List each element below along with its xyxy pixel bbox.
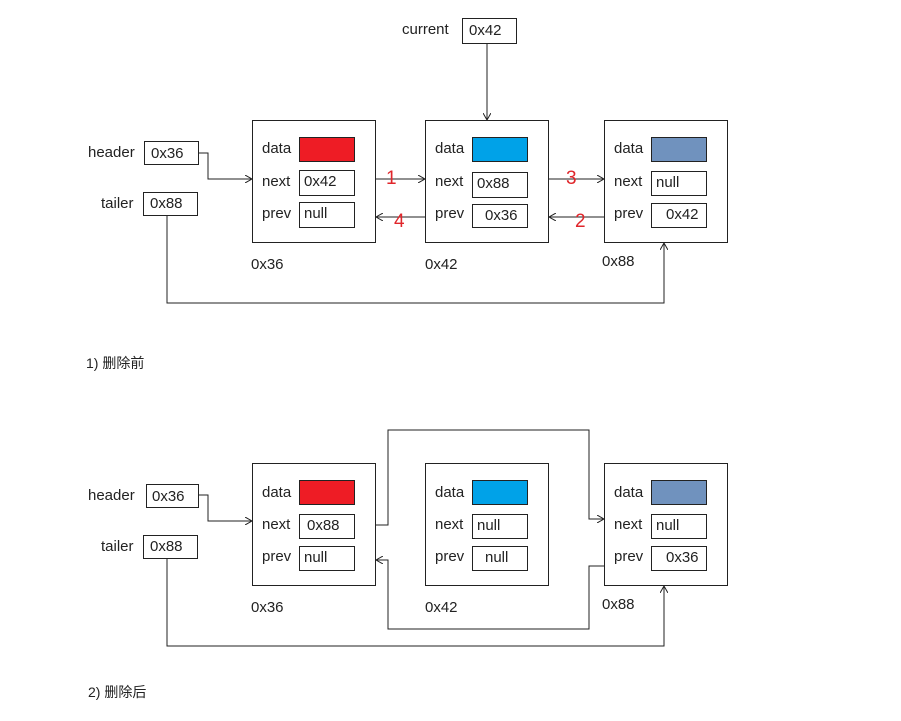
node-address-0x36: 0x36 (251, 256, 284, 273)
tailer-pointer-box-after: 0x88 (143, 535, 198, 559)
node-0x88: data next null prev 0x42 (604, 120, 728, 243)
prev-label: prev (614, 548, 644, 565)
header-value: 0x36 (151, 145, 184, 162)
tailer-value: 0x88 (150, 195, 183, 212)
tailer-label-after: tailer (101, 538, 134, 555)
tailer-pointer-arrow-after (166, 559, 664, 647)
prev-field: 0x36 (651, 546, 707, 571)
data-label: data (435, 140, 465, 157)
prev-field: 0x42 (651, 203, 707, 228)
node-0x42: data next 0x88 prev 0x36 (425, 120, 549, 243)
next-label: next (262, 516, 291, 533)
current-pointer-box: 0x42 (462, 18, 517, 44)
header-pointer-box-after: 0x36 (146, 484, 199, 508)
prev-label: prev (435, 548, 465, 565)
node-0x36: data next 0x42 prev null (252, 120, 376, 243)
prev-label: prev (262, 548, 292, 565)
next-label: next (614, 516, 643, 533)
prev-field: null (299, 202, 355, 228)
data-fill-grey (651, 137, 707, 162)
header-pointer-box: 0x36 (144, 141, 199, 165)
prev-label: prev (262, 205, 292, 222)
step-number-1: 1 (386, 168, 397, 189)
step-number-4: 4 (394, 211, 405, 232)
node-address-0x42-after: 0x42 (425, 599, 458, 616)
node-0x42-after: data next null prev null (425, 463, 549, 586)
tailer-label: tailer (101, 195, 134, 212)
next-field: null (651, 514, 707, 539)
next-field: 0x88 (299, 514, 355, 539)
tailer-pointer-arrow (166, 215, 664, 304)
next-field: null (651, 171, 707, 196)
data-label: data (614, 484, 644, 501)
bypass-prev-arrow (376, 560, 660, 630)
next-field: 0x42 (299, 170, 355, 196)
header-label-after: header (88, 487, 135, 504)
caption-after: 2) 删除后 (88, 684, 147, 700)
data-fill-blue (472, 137, 528, 162)
data-fill-blue (472, 480, 528, 505)
tailer-value-after: 0x88 (150, 538, 183, 555)
tailer-pointer-box: 0x88 (143, 192, 198, 216)
next-label: next (435, 173, 464, 190)
data-label: data (614, 140, 644, 157)
prev-field: 0x36 (472, 204, 528, 228)
next-label: next (435, 516, 464, 533)
prev-label: prev (435, 205, 465, 222)
header-value-after: 0x36 (152, 488, 185, 505)
prev-field: null (299, 546, 355, 571)
node-address-0x36-after: 0x36 (251, 599, 284, 616)
node-address-0x88: 0x88 (602, 253, 635, 270)
next-label: next (262, 173, 291, 190)
current-value: 0x42 (469, 22, 502, 39)
node-0x88-after: data next null prev 0x36 (604, 463, 728, 586)
next-field: 0x88 (472, 172, 528, 198)
header-label: header (88, 144, 135, 161)
node-address-0x42: 0x42 (425, 256, 458, 273)
data-fill-grey (651, 480, 707, 505)
current-label: current (402, 21, 449, 38)
node-0x36-after: data next 0x88 prev null (252, 463, 376, 586)
data-fill-red (299, 137, 355, 162)
next-label: next (614, 173, 643, 190)
prev-label: prev (614, 205, 644, 222)
step-number-2: 2 (575, 211, 586, 232)
bypass-next-arrow (342, 429, 604, 526)
step-number-3: 3 (566, 168, 577, 189)
caption-before: 1) 删除前 (86, 355, 145, 371)
data-label: data (435, 484, 465, 501)
data-fill-red (299, 480, 355, 505)
data-label: data (262, 484, 292, 501)
next-field: null (472, 514, 528, 539)
node-address-0x88-after: 0x88 (602, 596, 635, 613)
header-pointer-arrow (192, 152, 252, 179)
prev-field: null (472, 546, 528, 571)
data-label: data (262, 140, 292, 157)
header-pointer-arrow-after (192, 494, 252, 521)
